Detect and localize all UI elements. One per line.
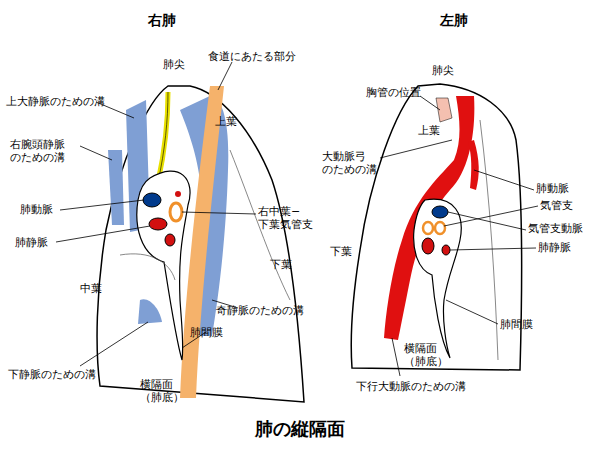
lung-heading: 左肺 [440, 12, 468, 29]
anatomy-label: 右腕頭静脈 のための溝 [10, 138, 65, 164]
lung-heading: 右肺 [148, 12, 176, 29]
anatomy-label: 気管支動脈 [528, 222, 583, 235]
anatomy-label: 横隔面 （肺底） [404, 342, 448, 368]
caption: 肺の縦隔面 [255, 418, 345, 440]
anatomy-label: 肺間膜 [500, 318, 533, 331]
anatomy-label: 右中葉− 下葉気管支 [258, 205, 313, 231]
anatomy-label: 肺静脈 [538, 241, 571, 254]
anatomy-label: 気管支 [540, 199, 573, 212]
anatomy-label: 奇静脈のための溝 [216, 304, 304, 317]
anatomy-label: 横隔面（肺底） [140, 378, 184, 404]
anatomy-label: 上大静脈のための溝 [6, 95, 105, 108]
anatomy-label: 上葉 [418, 124, 440, 137]
anatomy-label: 下行大動脈のための溝 [356, 380, 466, 393]
anatomy-label: 肺尖 [163, 58, 185, 71]
anatomy-label: 下葉 [270, 258, 292, 271]
anatomy-label: 下静脈のための溝 [8, 368, 96, 381]
anatomy-label: 上葉 [215, 115, 237, 128]
anatomy-label: 肺間膜 [190, 326, 223, 339]
anatomy-label: 下葉 [330, 245, 352, 258]
anatomy-label: 大動脈弓 のための溝 [322, 150, 377, 176]
anatomy-label: 肺静脈 [15, 236, 48, 249]
anatomy-label: 肺動脈 [536, 182, 569, 195]
anatomy-label: 肺動脈 [20, 203, 53, 216]
anatomy-label: 胸管の位置 [366, 86, 421, 99]
anatomy-label: 食道にあたる部分 [208, 50, 296, 63]
anatomy-label: 肺尖 [432, 64, 454, 77]
anatomy-label: 中葉 [80, 282, 102, 295]
